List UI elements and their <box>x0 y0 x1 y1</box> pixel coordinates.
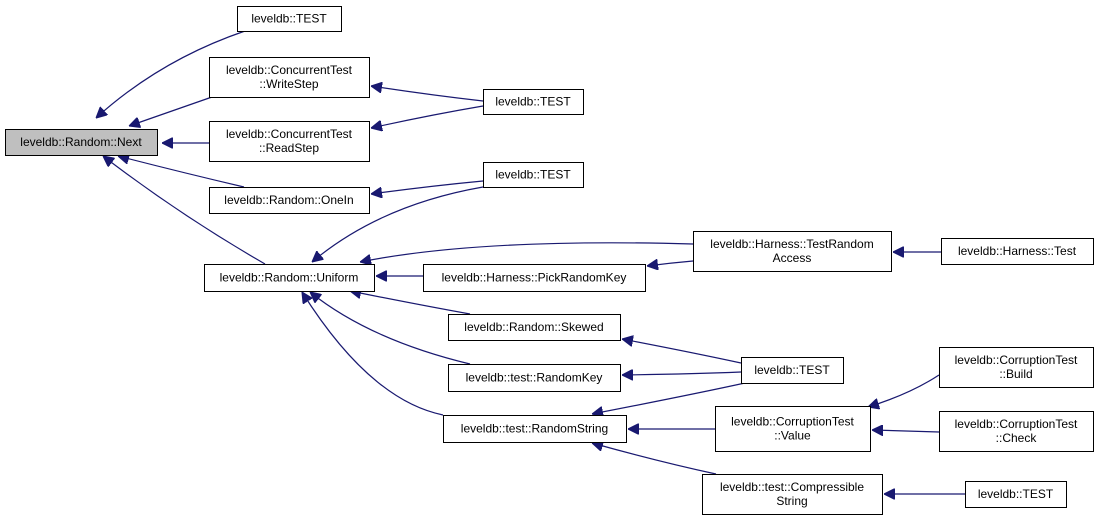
node-box <box>209 121 370 162</box>
node-uniform[interactable]: leveldb::Random::Uniform <box>204 264 375 292</box>
node-box <box>448 314 621 341</box>
edge-compstr-to-randstr <box>592 443 717 475</box>
node-writestep[interactable]: leveldb::ConcurrentTest::WriteStep <box>209 57 370 98</box>
node-box <box>237 6 342 32</box>
node-htest[interactable]: leveldb::Harness::Test <box>941 238 1094 265</box>
node-test_bot[interactable]: leveldb::TEST <box>965 481 1067 508</box>
node-box <box>5 129 158 156</box>
edge-onein-to-next <box>118 156 245 188</box>
edges-layer <box>96 30 965 494</box>
edge-randkey-to-uniform <box>310 292 471 365</box>
node-onein[interactable]: leveldb::Random::OneIn <box>209 187 370 214</box>
node-label: leveldb::CorruptionTest <box>955 353 1078 367</box>
node-test_top[interactable]: leveldb::TEST <box>237 6 342 32</box>
node-label: leveldb::Random::Skewed <box>464 320 603 334</box>
edge-test_onein-to-uniform <box>312 186 484 262</box>
node-label: leveldb::CorruptionTest <box>955 417 1078 431</box>
node-label: String <box>776 494 807 508</box>
node-label: leveldb::TEST <box>495 168 571 182</box>
edge-ctcheck-to-ctvalue <box>872 430 940 432</box>
node-label: leveldb::Random::OneIn <box>224 193 353 207</box>
node-label: leveldb::CorruptionTest <box>731 415 854 429</box>
node-ctbuild[interactable]: leveldb::CorruptionTest::Build <box>939 347 1094 388</box>
node-box <box>443 415 627 443</box>
node-readstep[interactable]: leveldb::ConcurrentTest::ReadStep <box>209 121 370 162</box>
edge-test_cc-to-writestep <box>371 86 484 102</box>
node-label: leveldb::TEST <box>754 363 830 377</box>
node-label: leveldb::Random::Uniform <box>220 271 359 285</box>
edge-uniform-to-next <box>103 156 266 265</box>
node-label: leveldb::TEST <box>978 487 1054 501</box>
node-label: ::WriteStep <box>259 77 318 91</box>
node-box <box>483 89 584 115</box>
node-label: ::Value <box>774 429 811 443</box>
node-label: ::ReadStep <box>259 141 319 155</box>
node-box <box>939 347 1094 388</box>
node-label: Access <box>773 251 812 265</box>
node-label: ::Build <box>999 367 1032 381</box>
node-ctvalue[interactable]: leveldb::CorruptionTest::Value <box>715 406 871 452</box>
edge-skewed-to-uniform <box>350 291 471 315</box>
edge-test_mid-to-randkey <box>622 372 742 375</box>
node-label: leveldb::test::RandomString <box>461 422 608 436</box>
node-label: leveldb::test::Compressible <box>720 480 864 494</box>
node-box <box>741 357 844 384</box>
node-label: leveldb::Harness::PickRandomKey <box>442 271 627 285</box>
node-box <box>448 364 621 392</box>
node-skewed[interactable]: leveldb::Random::Skewed <box>448 314 621 341</box>
edge-test_mid-to-randstr <box>592 382 746 414</box>
node-label: leveldb::Harness::TestRandom <box>710 237 873 251</box>
node-label: leveldb::TEST <box>251 12 327 26</box>
edge-trandom-to-pickkey <box>647 261 694 266</box>
node-next[interactable]: leveldb::Random::Next <box>5 129 158 156</box>
node-box <box>702 474 883 515</box>
node-ctcheck[interactable]: leveldb::CorruptionTest::Check <box>939 411 1094 452</box>
edge-test_top-to-next <box>96 30 246 118</box>
node-label: leveldb::TEST <box>495 95 571 109</box>
edge-writestep-to-next <box>129 96 213 126</box>
node-randkey[interactable]: leveldb::test::RandomKey <box>448 364 621 392</box>
node-test_mid[interactable]: leveldb::TEST <box>741 357 844 384</box>
node-test_cc[interactable]: leveldb::TEST <box>483 89 584 115</box>
node-box <box>423 264 646 292</box>
nodes-layer: leveldb::Random::Nextleveldb::TESTleveld… <box>5 6 1094 515</box>
node-label: ::Check <box>996 431 1038 445</box>
node-label: leveldb::test::RandomKey <box>466 371 603 385</box>
node-box <box>965 481 1067 508</box>
node-pickkey[interactable]: leveldb::Harness::PickRandomKey <box>423 264 646 292</box>
node-box <box>939 411 1094 452</box>
node-box <box>693 231 892 272</box>
node-box <box>715 406 871 452</box>
edge-test_cc-to-readstep <box>371 105 484 128</box>
node-label: leveldb::ConcurrentTest <box>226 63 353 77</box>
edge-randstr-to-uniform <box>302 292 444 416</box>
node-test_onein[interactable]: leveldb::TEST <box>483 162 584 188</box>
edge-trandom-to-uniform <box>360 242 694 262</box>
node-label: leveldb::Random::Next <box>20 135 142 149</box>
edge-ctbuild-to-ctvalue <box>868 374 940 407</box>
edge-test_onein-to-onein <box>371 180 484 194</box>
node-box <box>209 57 370 98</box>
edge-test_mid-to-skewed <box>622 339 742 364</box>
node-randstr[interactable]: leveldb::test::RandomString <box>443 415 627 443</box>
node-box <box>209 187 370 214</box>
node-box <box>204 264 375 292</box>
node-box <box>941 238 1094 265</box>
node-box <box>483 162 584 188</box>
node-label: leveldb::Harness::Test <box>958 244 1077 258</box>
node-label: leveldb::ConcurrentTest <box>226 127 353 141</box>
